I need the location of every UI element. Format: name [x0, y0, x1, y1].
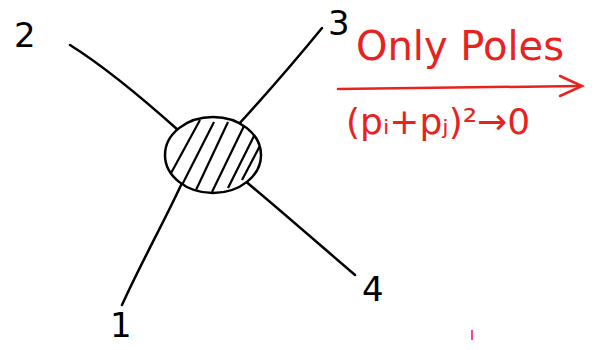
leg-number: 3 — [328, 6, 350, 40]
leg-line — [238, 28, 322, 125]
leg-number: 4 — [362, 272, 384, 306]
leg-line — [70, 45, 178, 130]
leg-number: 2 — [14, 18, 36, 52]
limit-condition: (pᵢ+pⱼ)²→0 — [346, 104, 530, 140]
hatching — [170, 120, 262, 192]
arrow — [338, 76, 582, 96]
leg-number: 1 — [110, 308, 132, 342]
leg-line — [244, 180, 355, 275]
blob — [165, 117, 261, 193]
annotation: Only Poles — [356, 26, 564, 66]
external-legs — [70, 28, 355, 305]
stray-mark — [471, 330, 473, 340]
leg-line — [122, 183, 182, 305]
